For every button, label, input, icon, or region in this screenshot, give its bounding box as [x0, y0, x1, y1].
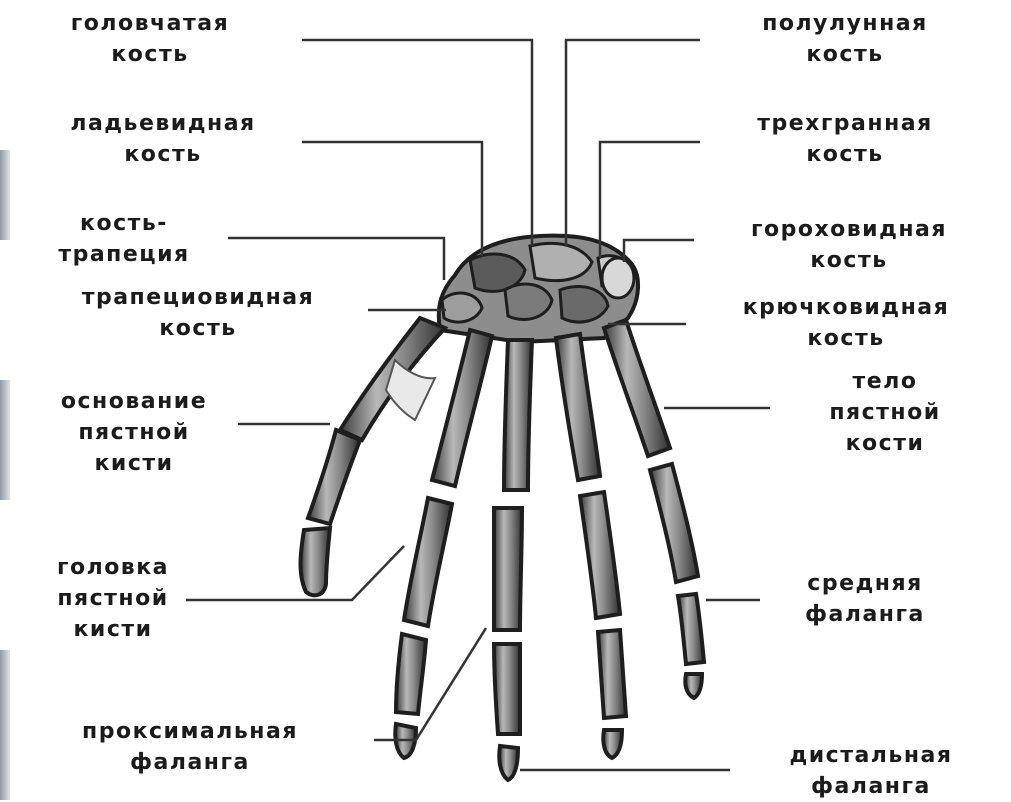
- label-line: кость: [710, 39, 980, 70]
- label-line: пястной: [18, 583, 208, 614]
- label-line: крючковидная: [686, 292, 1006, 323]
- label-line: кость: [20, 39, 280, 70]
- label-line: проксимальная: [8, 716, 372, 747]
- label-line: ладьевидная: [18, 108, 308, 139]
- label-hamate: крючковидная кость: [686, 292, 1006, 354]
- label-line: головчатая: [20, 8, 280, 39]
- leader-proximal-phalanx: [374, 628, 486, 740]
- label-metacarpal-base: основание пястной кисти: [10, 386, 258, 479]
- label-line: трапециовидная: [10, 282, 386, 313]
- leader-trapezium: [228, 238, 444, 280]
- label-line: кость: [692, 245, 1006, 276]
- label-middle-phalanx: средняя фаланга: [762, 568, 968, 630]
- label-triquetrum: трехгранная кость: [700, 108, 990, 170]
- ring-finger-bones: [556, 334, 626, 758]
- label-line: тело: [780, 366, 990, 397]
- label-line: кисти: [10, 448, 258, 479]
- label-scaphoid: ладьевидная кость: [18, 108, 308, 170]
- label-line: пястной: [780, 397, 990, 428]
- label-line: фаланга: [8, 747, 372, 778]
- label-line: кость: [10, 313, 386, 344]
- label-line: кость: [18, 139, 308, 170]
- leader-pisiform: [624, 240, 694, 262]
- label-line: трапеция: [14, 239, 234, 270]
- label-line: фаланга: [736, 771, 1006, 802]
- label-line: фаланга: [762, 599, 968, 630]
- label-line: средняя: [762, 568, 968, 599]
- label-distal-phalanx: дистальная фаланга: [736, 740, 1006, 802]
- label-line: кости: [780, 428, 990, 459]
- label-line: основание: [10, 386, 258, 417]
- label-line: кисти: [18, 614, 208, 645]
- label-proximal-phalanx: проксимальная фаланга: [8, 716, 372, 778]
- leader-metacarpal-head: [186, 546, 404, 600]
- label-lunate: полулунная кость: [710, 8, 980, 70]
- label-line: трехгранная: [700, 108, 990, 139]
- label-line: полулунная: [710, 8, 980, 39]
- label-line: гороховидная: [692, 214, 1006, 245]
- label-metacarpal-head: головка пястной кисти: [18, 552, 208, 645]
- label-line: головка: [18, 552, 208, 583]
- label-line: дистальная: [736, 740, 1006, 771]
- label-line: кость-: [14, 208, 234, 239]
- label-trapezoid: трапециовидная кость: [10, 282, 386, 344]
- label-trapezium: кость- трапеция: [14, 208, 234, 270]
- label-line: пястной: [10, 417, 258, 448]
- label-line: кость: [686, 323, 1006, 354]
- label-metacarpal-body: тело пястной кости: [780, 366, 990, 459]
- label-line: кость: [700, 139, 990, 170]
- middle-finger-bones: [494, 340, 532, 780]
- label-capitate: головчатая кость: [20, 8, 280, 70]
- label-pisiform: гороховидная кость: [692, 214, 1006, 276]
